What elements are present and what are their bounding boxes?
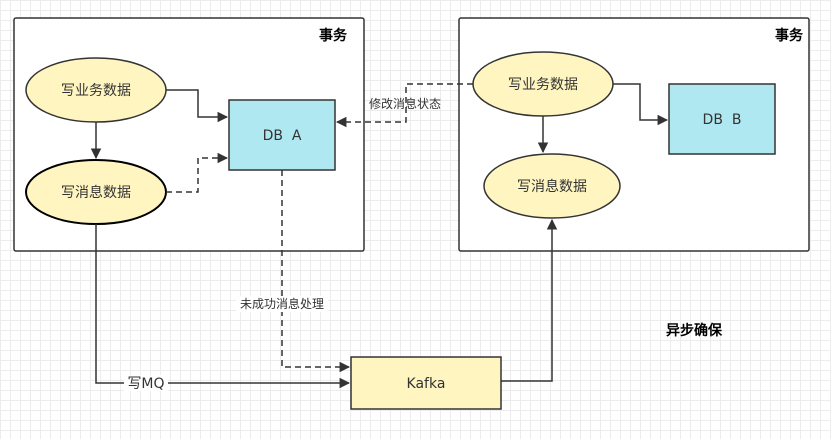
db-b-node bbox=[668, 83, 776, 155]
kafka-label: Kafka bbox=[407, 376, 446, 392]
edge-business-to-db-a bbox=[166, 89, 229, 123]
left-write-message-label: 写消息数据 bbox=[61, 184, 131, 201]
edge-business-to-db-b bbox=[613, 83, 669, 126]
edge-label-bg-unsuccessful bbox=[236, 296, 328, 312]
edge-label-write-mq: 写MQ bbox=[127, 376, 164, 392]
annotation-async-guarantee: 异步确保 bbox=[666, 322, 723, 339]
edge-update-status bbox=[335, 83, 473, 128]
left-group-title: 事务 bbox=[319, 27, 348, 44]
edge-label-update-status: 修改消息状态 bbox=[369, 96, 441, 111]
db-a-node bbox=[228, 99, 336, 171]
edge-label-unsuccessful: 未成功消息处理 bbox=[240, 296, 324, 311]
right-group-title: 事务 bbox=[775, 27, 804, 44]
right-write-message-node bbox=[483, 153, 621, 219]
edge-unsuccessful bbox=[281, 170, 351, 373]
right-write-business-label: 写业务数据 bbox=[508, 77, 578, 93]
db-b-label: DB B bbox=[703, 112, 742, 128]
edge-write-mq bbox=[95, 224, 351, 389]
kafka-node bbox=[350, 356, 502, 410]
db-a-label: DB A bbox=[263, 128, 302, 144]
right-write-message-label: 写消息数据 bbox=[517, 178, 587, 195]
left-write-business-label: 写业务数据 bbox=[61, 83, 131, 99]
edge-label-bg-write-mq bbox=[124, 375, 168, 391]
edge-kafka-to-message-right bbox=[501, 218, 558, 382]
edge-message-to-db-a bbox=[166, 152, 229, 193]
